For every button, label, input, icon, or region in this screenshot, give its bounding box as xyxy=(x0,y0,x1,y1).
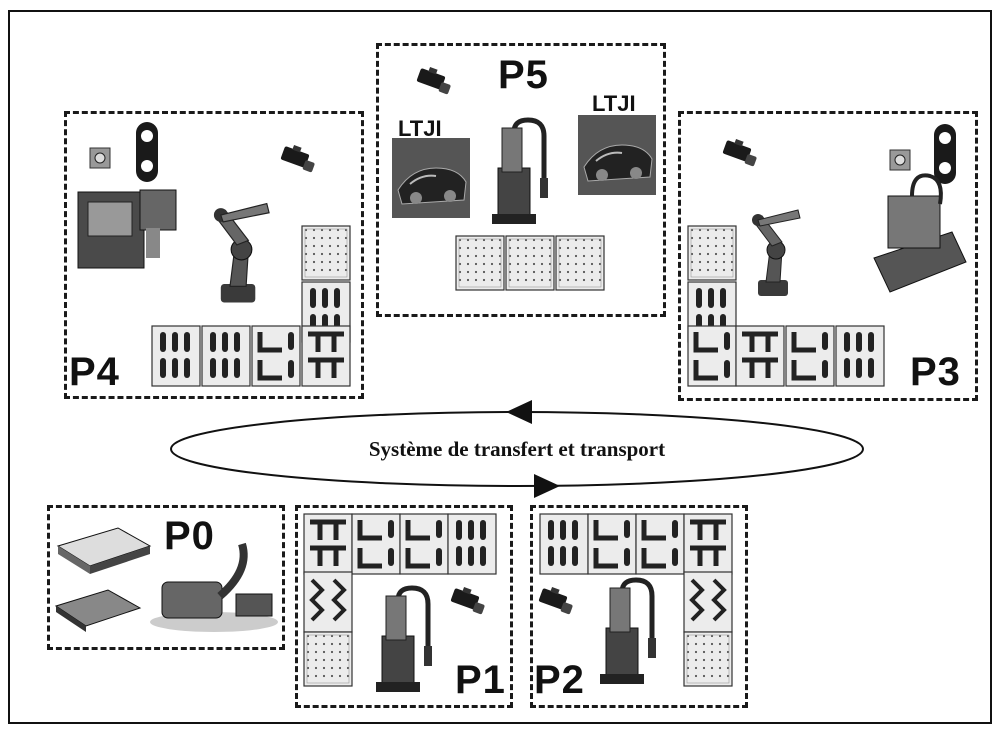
push-button-icon xyxy=(89,147,111,169)
ltji-logo: LTJI LTJI xyxy=(398,91,636,141)
car-part-icon xyxy=(391,137,471,219)
arrow-left-icon xyxy=(506,400,532,424)
transport-loop: Système de transfert et transport xyxy=(170,400,864,498)
push-button-icon xyxy=(889,149,911,171)
camera-icon xyxy=(416,66,452,95)
svg-text:LTJI: LTJI xyxy=(592,91,636,116)
conveyor-module-icon xyxy=(688,225,885,386)
dispensing-machine-icon xyxy=(873,173,967,293)
arrow-right-icon xyxy=(534,474,560,498)
signal-light-icon xyxy=(934,124,956,184)
machining-center-icon xyxy=(77,189,177,269)
signal-light-icon xyxy=(136,122,158,182)
svg-text:LTJI: LTJI xyxy=(398,116,442,141)
robot-arm-icon xyxy=(751,209,801,297)
station-label-p5: P5 xyxy=(498,53,549,97)
camera-icon xyxy=(280,144,316,173)
station-label-p3: P3 xyxy=(910,350,961,394)
station-label-p2: P2 xyxy=(534,658,585,702)
camera-icon xyxy=(722,138,758,167)
robot-arm-icon xyxy=(150,542,278,632)
pallet-icon xyxy=(54,527,152,632)
robot-arm-icon xyxy=(492,120,548,224)
station-label-p1: P1 xyxy=(455,658,506,702)
camera-icon xyxy=(450,586,486,615)
robot-arm-icon xyxy=(213,202,270,304)
transport-loop-label: Système de transfert et transport xyxy=(369,437,665,461)
station-label-p4: P4 xyxy=(69,350,120,394)
car-part-icon xyxy=(577,114,657,196)
conveyor-module-icon xyxy=(455,235,605,291)
robot-arm-icon xyxy=(600,580,656,684)
camera-icon xyxy=(538,586,574,615)
station-label-p0: P0 xyxy=(164,514,215,558)
robot-arm-icon xyxy=(376,588,432,692)
